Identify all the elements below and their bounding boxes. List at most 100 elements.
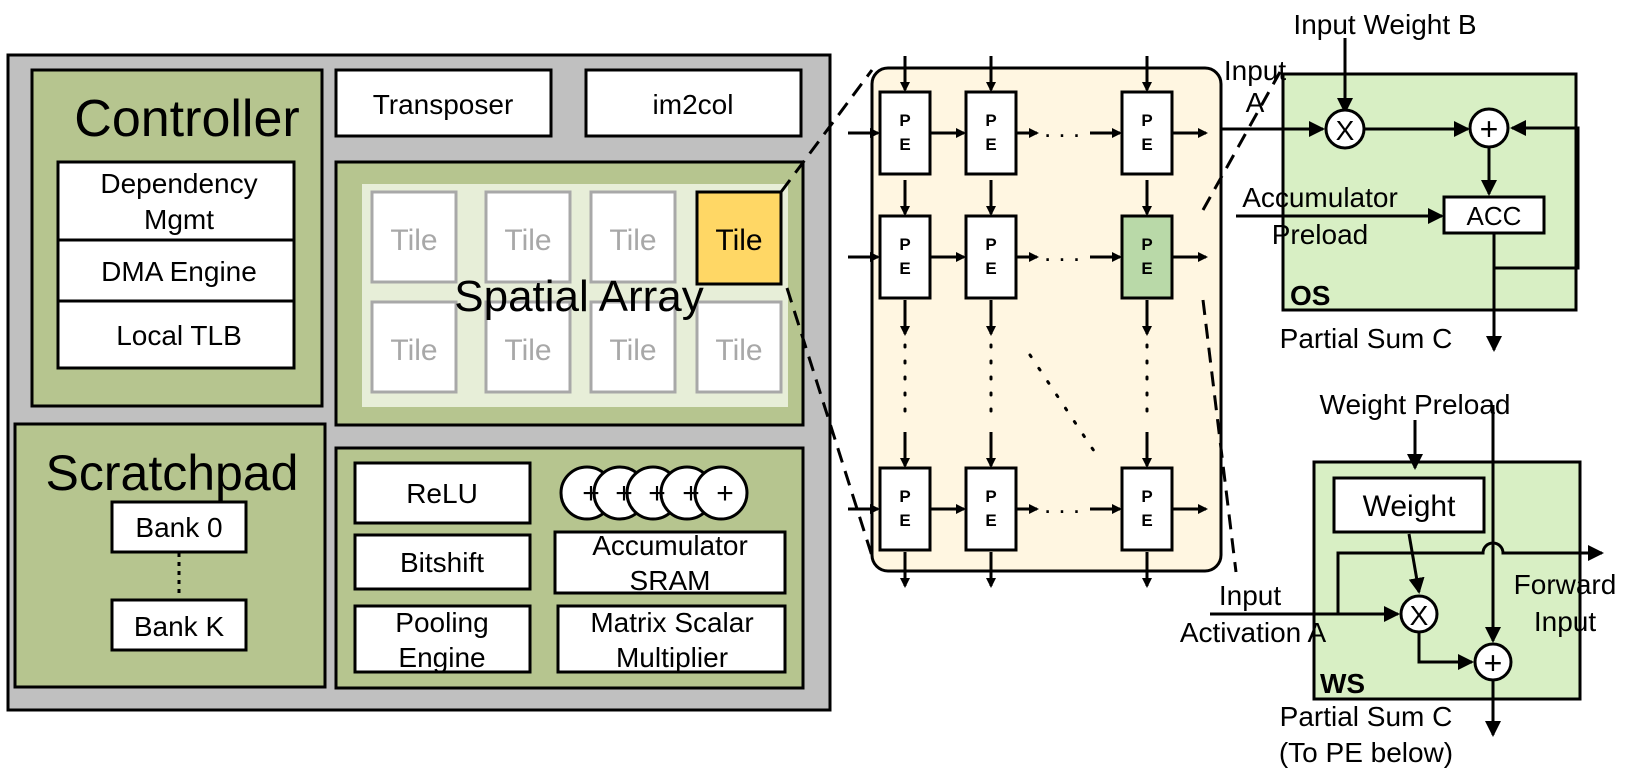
pe-label-line2: E	[1141, 511, 1152, 530]
matrix-scalar-line1: Matrix Scalar	[590, 607, 753, 638]
scratchpad-block: Scratchpad Bank 0 Bank K	[13, 422, 327, 689]
processing-element	[964, 214, 1018, 300]
ws-dataflow-detail: Weight Preload Weight Input Activation A…	[1180, 389, 1617, 768]
pe-label-line2: E	[899, 135, 910, 154]
input-weight-b-label: Input Weight B	[1293, 9, 1476, 40]
pe-row-ellipsis: . . .	[1044, 489, 1080, 519]
relu-label: ReLU	[406, 478, 478, 509]
execution-units-block: ReLU Bitshift Pooling Engine + + + + + Accum…	[334, 446, 805, 690]
input-a-line1: Input	[1224, 55, 1286, 86]
controller-block: Controller Dependency Mgmt DMA Engine Lo…	[30, 68, 324, 408]
svg-text:+: +	[1484, 645, 1503, 681]
pe-label-line1: P	[1141, 235, 1152, 254]
weight-preload-label: Weight Preload	[1320, 389, 1511, 420]
dma-engine-label: DMA Engine	[101, 256, 257, 287]
scratchpad-title: Scratchpad	[46, 445, 299, 501]
os-dataflow-detail: Input Weight B Input A X + ACC Accumulat…	[1222, 9, 1580, 354]
tile-label: Tile	[609, 224, 656, 257]
svg-text:X: X	[1410, 600, 1429, 631]
pe-label-line2: E	[899, 259, 910, 278]
processing-element	[964, 90, 1018, 176]
zoom-line-top	[779, 69, 874, 193]
weight-label: Weight	[1363, 490, 1456, 523]
pe-label-line2: E	[985, 135, 996, 154]
acc-label: ACC	[1467, 201, 1522, 231]
os-adder-icon	[1468, 107, 1510, 149]
spatial-array-label: Spatial Array	[454, 272, 703, 321]
pe-row-ellipsis: . . .	[1044, 237, 1080, 267]
ws-partial-sum-line1: Partial Sum C	[1280, 701, 1453, 732]
pe-label-line1: P	[985, 235, 996, 254]
pe-label-line2: E	[899, 511, 910, 530]
input-a-line2: A	[1246, 87, 1265, 118]
processing-element	[964, 466, 1018, 552]
pe-array-panel	[870, 66, 1223, 573]
processing-element	[878, 466, 932, 552]
adder-symbol: +	[648, 477, 666, 510]
adder-symbol: +	[615, 477, 633, 510]
tile	[695, 300, 783, 394]
bitshift-label: Bitshift	[400, 547, 484, 578]
weight-register	[1332, 476, 1486, 534]
zoom-line-ws	[1201, 299, 1238, 573]
tile	[484, 190, 572, 284]
pe-row-ellipsis: . . .	[1044, 113, 1080, 143]
dependency-mgmt-line2: Mgmt	[144, 204, 214, 235]
tile	[370, 190, 458, 284]
adder-symbol: +	[682, 477, 700, 510]
adder-icon	[693, 465, 749, 521]
dependency-mgmt-line1: Dependency	[100, 168, 257, 199]
pe-label-line1: P	[985, 111, 996, 130]
acc-register	[1442, 195, 1546, 235]
processing-element	[878, 214, 932, 300]
adder-symbol: +	[716, 477, 734, 510]
pe-label-line1: P	[1141, 111, 1152, 130]
pe-label-line2: E	[985, 259, 996, 278]
tile	[484, 300, 572, 394]
tile-label: Tile	[390, 224, 437, 257]
pe-label-line1: P	[899, 111, 910, 130]
pe-diagonal-ellipsis	[1028, 353, 1102, 462]
processing-element	[1120, 466, 1174, 552]
tile-label: Tile	[609, 334, 656, 367]
pe-label-line1: P	[899, 235, 910, 254]
tile	[370, 300, 458, 394]
tile-highlighted-label: Tile	[715, 224, 762, 257]
input-activation-line1: Input	[1219, 580, 1281, 611]
im2col-label: im2col	[653, 89, 734, 120]
os-label: OS	[1290, 280, 1330, 311]
tile-label: Tile	[715, 334, 762, 367]
os-partial-sum-label: Partial Sum C	[1280, 323, 1453, 354]
forward-input-line1: Forward	[1514, 569, 1617, 600]
adder-symbol: +	[582, 477, 600, 510]
ws-partial-sum-line2: (To PE below)	[1279, 737, 1453, 768]
pooling-engine-line1: Pooling	[395, 607, 488, 638]
zoom-line-os	[1201, 71, 1282, 211]
pe-label-line1: P	[1141, 487, 1152, 506]
input-activation-line2: Activation A	[1180, 617, 1327, 648]
pooling-engine-line2: Engine	[398, 642, 485, 673]
forward-input-line2: Input	[1534, 606, 1596, 637]
processing-element	[878, 90, 932, 176]
tile-label: Tile	[390, 334, 437, 367]
adder-chain: + + + + +	[559, 465, 749, 521]
accumulator-sram-line2: SRAM	[630, 565, 711, 596]
acc-preload-line1: Accumulator	[1242, 182, 1398, 213]
accumulator-sram-line1: Accumulator	[592, 530, 748, 561]
pe-highlighted	[1120, 214, 1174, 300]
os-multiplier-icon	[1324, 108, 1366, 150]
bank-k-label: Bank K	[134, 611, 225, 642]
processing-element	[1120, 90, 1174, 176]
controller-title: Controller	[74, 90, 299, 148]
pe-label-line2: E	[1141, 135, 1152, 154]
transposer-label: Transposer	[373, 89, 514, 120]
pe-label-line2: E	[1141, 259, 1152, 278]
acc-preload-line2: Preload	[1272, 219, 1369, 250]
ws-label: WS	[1320, 668, 1365, 699]
local-tlb-label: Local TLB	[116, 320, 242, 351]
tile	[589, 300, 677, 394]
